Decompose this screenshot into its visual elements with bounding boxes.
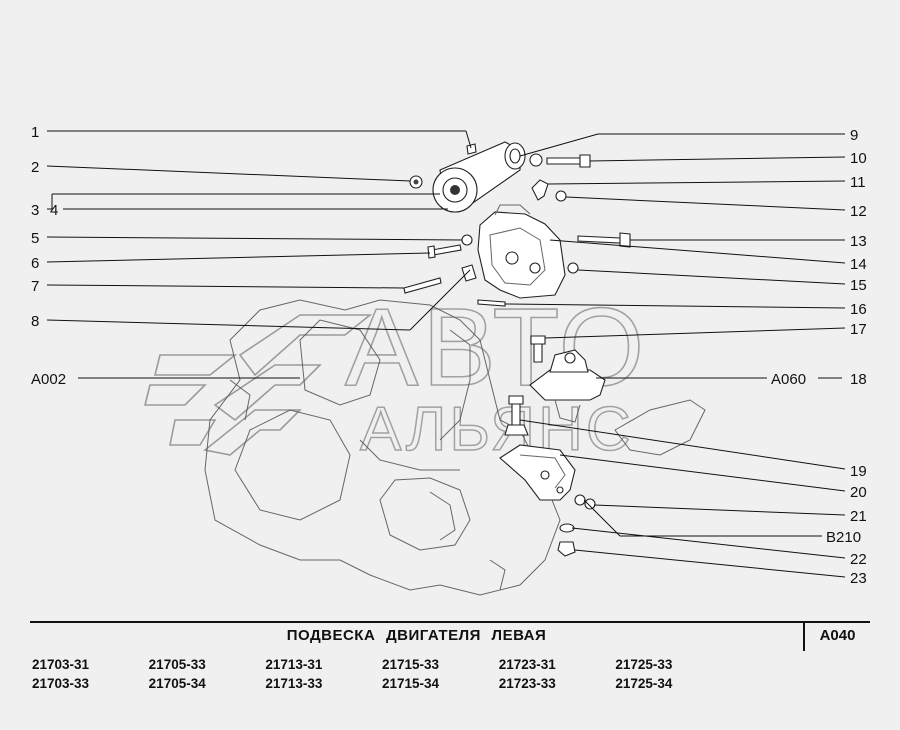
model-code: 21725-34 [615,676,673,691]
bolt-13 [577,232,631,248]
callout-15: 15 [850,277,867,294]
torque-rod-assembly [409,141,526,213]
bolt-17 [530,335,546,363]
stud-7 [403,277,442,294]
nut-23 [557,541,576,557]
callout-6: 6 [31,255,39,272]
model-code: 21715-33 [382,657,440,672]
leader-lines-right [504,133,846,578]
callout-22: 22 [850,551,867,568]
callout-5: 5 [31,230,39,247]
callout-12: 12 [850,203,867,220]
washer-22 [559,523,575,533]
model-code: 21725-33 [615,657,673,672]
bolt-19 [504,395,529,436]
model-row: 21703-33 21705-34 21713-33 21715-34 2172… [32,676,732,695]
stud-16 [477,299,506,307]
callout-14: 14 [850,256,867,273]
callout-3: 3 [31,202,39,219]
model-code: 21723-31 [498,657,556,672]
model-code: 21703-33 [32,676,90,691]
washer-b210 [574,494,586,506]
callout-17: 17 [850,321,867,338]
watermark-logo-stripes [143,314,373,456]
leader-lines-left [46,130,472,379]
callout-b210: B210 [826,529,861,546]
callout-2: 2 [31,159,39,176]
callout-20: 20 [850,484,867,501]
callout-18: 18 [850,371,867,388]
callout-19: 19 [850,463,867,480]
lower-bracket-20 [499,444,576,501]
bolt-6 [427,244,462,259]
callout-9: 9 [850,127,858,144]
washer-21 [584,498,596,510]
watermark-text-alyans: АЛЬЯНС [360,395,634,464]
gearbox-housing-drawing [204,299,561,596]
engine-mount-diagram: АВТО АЛЬЯНС [31,124,867,596]
callout-10: 10 [850,150,867,167]
callout-a002: A002 [31,371,66,388]
model-code: 21715-34 [382,676,440,691]
model-code: 21705-34 [148,676,206,691]
section-code: A040 [819,627,856,644]
model-code: 21705-33 [148,657,206,672]
callout-11: 11 [850,174,866,191]
watermark: АВТО АЛЬЯНС [143,285,645,465]
callout-a060: A060 [771,371,806,388]
nut-12 [555,190,567,202]
callout-13: 13 [850,233,867,250]
callout-4: 4 [50,202,58,219]
title-bar: ПОДВЕСКА ДВИГАТЕЛЯ ЛЕВАЯ A040 [30,621,870,651]
model-list: 21703-31 21705-33 21713-31 21715-33 2172… [32,657,732,695]
side-bracket [614,399,706,456]
callout-1: 1 [31,124,39,141]
bolt-10 [529,153,591,168]
title-divider [803,623,805,651]
callouts-left: 1 2 3 4 5 6 7 8 A002 [31,124,66,388]
washer-15 [567,262,579,274]
model-code: 21713-33 [265,676,323,691]
model-row: 21703-31 21705-33 21713-31 21715-33 2172… [32,657,732,676]
page-title: ПОДВЕСКА ДВИГАТЕЛЯ ЛЕВАЯ [286,627,547,644]
mount-bracket-14 [477,204,566,299]
callout-7: 7 [31,278,39,295]
callout-8: 8 [31,313,39,330]
callout-16: 16 [850,301,867,318]
model-code: 21723-33 [498,676,556,691]
washer-5 [461,234,473,246]
bracket-11 [531,179,549,201]
bushing [461,264,477,282]
engine-mount-18 [529,349,606,423]
callouts-right: 9 10 11 12 13 14 15 16 17 A060 18 19 20 … [771,127,867,587]
callout-21: 21 [850,508,867,525]
model-code: 21703-31 [32,657,90,672]
model-code: 21713-31 [265,657,323,672]
callout-23: 23 [850,570,867,587]
nut-1 [466,143,477,155]
